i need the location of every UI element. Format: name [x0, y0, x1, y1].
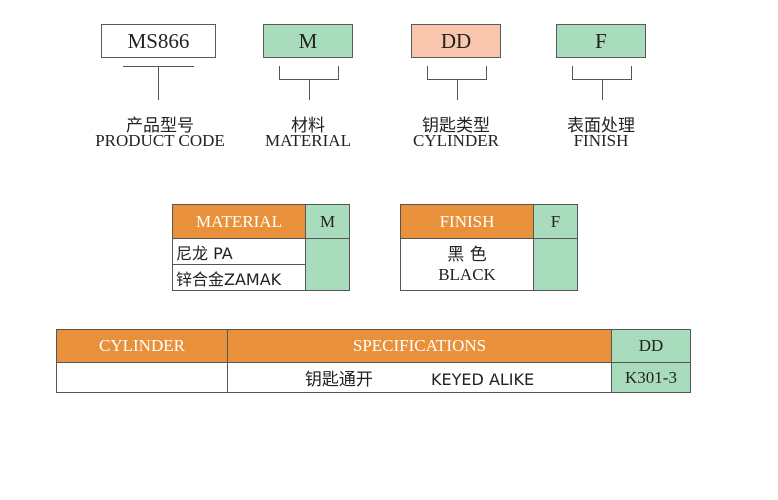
- cylinder-code-box: DD: [411, 24, 501, 58]
- finish-table-header: FINISH: [400, 204, 534, 239]
- specifications-header: SPECIFICATIONS: [227, 329, 612, 363]
- material-table: MATERIAL M 尼龙 PA 锌合金ZAMAK: [172, 204, 350, 291]
- finish-table: FINISH F 黑 色 BLACK: [400, 204, 578, 291]
- cylinder-row-spec-cn: 钥匙通开: [304, 370, 373, 390]
- cylinder-bracket: [427, 66, 487, 80]
- material-label-en: MATERIAL: [265, 131, 351, 150]
- finish-row-black-cn: 黑 色: [447, 244, 487, 265]
- finish-label-en: FINISH: [573, 131, 629, 150]
- material-label-cn: 材料: [291, 116, 325, 136]
- material-stem: [309, 80, 310, 100]
- finish-stem: [602, 80, 603, 100]
- finish-bracket: [572, 66, 632, 80]
- cylinder-code-header: DD: [611, 329, 691, 363]
- cylinder-row-spec: 钥匙通开 KEYED ALIKE: [227, 362, 612, 393]
- cylinder-row-spec-en: KEYED ALIKE: [431, 370, 535, 389]
- finish-row-black-en: BLACK: [438, 264, 496, 284]
- material-table-header: MATERIAL: [172, 204, 306, 239]
- product-code-label-en: PRODUCT CODE: [95, 131, 225, 150]
- product-code-box: MS866: [101, 24, 216, 58]
- product-code-stem: [158, 66, 159, 100]
- material-row-nylon: 尼龙 PA: [172, 238, 306, 265]
- cylinder-table-header: CYLINDER: [56, 329, 228, 363]
- product-code-label-cn: 产品型号: [126, 116, 194, 136]
- cylinder-label-cn: 钥匙类型: [422, 116, 490, 136]
- cylinder-label-en: CYLINDER: [413, 131, 499, 150]
- finish-row-black: 黑 色 BLACK: [400, 238, 534, 291]
- material-row-zamak-text: 锌合金ZAMAK: [176, 269, 282, 289]
- finish-label-cn: 表面处理: [567, 116, 635, 136]
- cylinder-row-code: K301-3: [611, 362, 691, 393]
- material-table-code-cell: [305, 238, 350, 291]
- finish-table-code-cell: [533, 238, 578, 291]
- material-code-box: M: [263, 24, 353, 58]
- cylinder-row-cylinder: [56, 362, 228, 393]
- finish-table-code: F: [533, 204, 578, 239]
- material-row-nylon-text: 尼龙 PA: [176, 243, 233, 263]
- cylinder-stem: [457, 80, 458, 100]
- cylinder-table: CYLINDER SPECIFICATIONS DD 钥匙通开 KEYED AL…: [56, 329, 691, 393]
- finish-code-box: F: [556, 24, 646, 58]
- material-row-zamak: 锌合金ZAMAK: [172, 264, 306, 291]
- material-table-code: M: [305, 204, 350, 239]
- material-bracket: [279, 66, 339, 80]
